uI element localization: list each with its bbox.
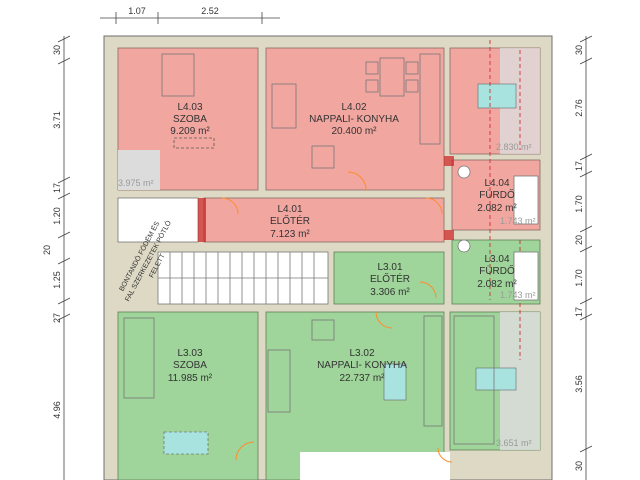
room-area: 2.082 m² — [477, 203, 517, 214]
label-l401: L4.01 ELŐTÉR 7.123 m² — [270, 204, 310, 240]
room-code: L4.04 — [484, 178, 509, 189]
area-3975-label: 3.975 m² — [118, 178, 154, 188]
label-l404: L4.04 FÜRDŐ 2.082 m² — [477, 178, 517, 214]
room-area: 11.985 m² — [168, 373, 213, 384]
room-area: 3.306 m² — [370, 287, 410, 298]
room-area: 20.400 m² — [331, 126, 377, 137]
left-dimension-line: 30 3.71 17 1.20 20 1.25 27 4.96 — [42, 35, 71, 480]
kitchen-counter-l402 — [419, 53, 441, 145]
room-code: L3.02 — [349, 348, 374, 359]
red-accent-2 — [444, 230, 454, 240]
dim-right-3: 17 — [574, 161, 584, 171]
room-code: L4.01 — [277, 204, 302, 215]
red-accent-1 — [198, 198, 206, 242]
room-name: NAPPALI- KONYHA — [309, 114, 399, 125]
dim-right-8: 3.56 — [574, 375, 584, 393]
dim-top-1: 1.07 — [128, 6, 146, 16]
area-1743-bottom-label: 1.743 m² — [500, 290, 536, 300]
room-area: 2.082 m² — [477, 279, 517, 290]
label-l301: L3.01 ELŐTÉR 3.306 m² — [370, 262, 410, 298]
table-bottom-right — [475, 367, 517, 391]
room-l301-floor — [333, 251, 445, 305]
desk-l403 — [173, 137, 215, 149]
room-code: L4.02 — [341, 102, 366, 113]
armchair-l402 — [311, 145, 335, 169]
armchair-l302 — [311, 319, 335, 341]
room-code: L3.04 — [484, 254, 509, 265]
room-name: FÜRDŐ — [479, 263, 515, 277]
dim-left-5: 20 — [42, 245, 52, 255]
tub-l304 — [513, 251, 539, 301]
tub-l404 — [513, 175, 539, 225]
room-area: 9.209 m² — [170, 126, 210, 137]
room-name: ELŐTÉR — [370, 271, 410, 285]
dim-left-3: 17 — [52, 183, 62, 193]
bed-l403 — [161, 53, 195, 97]
chair-l402-2 — [365, 79, 379, 93]
wardrobe-l303 — [123, 317, 155, 399]
dim-right-4: 1.70 — [574, 195, 584, 213]
sink-l304 — [457, 239, 471, 253]
chair-l402-1 — [365, 61, 379, 75]
room-name: FÜRDŐ — [479, 187, 515, 201]
dim-left-1: 30 — [52, 45, 62, 55]
sofa-l302 — [267, 349, 291, 413]
dim-right-5: 20 — [574, 235, 584, 245]
area-3975-floor — [118, 150, 160, 190]
room-code: L3.03 — [177, 348, 202, 359]
dim-left-4: 1.20 — [52, 207, 62, 225]
label-l402: L4.02 NAPPALI- KONYHA 20.400 m² — [309, 102, 399, 137]
dim-right-2: 2.76 — [574, 99, 584, 117]
label-l304: L3.04 FÜRDŐ 2.082 m² — [477, 254, 517, 290]
desk-l303 — [163, 431, 209, 455]
label-l403: L4.03 SZOBA 9.209 m² — [170, 102, 210, 137]
label-l302: L3.02 NAPPALI- KONYHA 22.737 m² — [317, 348, 407, 384]
right-dimension-line: 30 2.76 17 1.70 20 1.70 17 3.56 30 — [574, 35, 593, 480]
room-code: L4.03 — [177, 102, 202, 113]
room-area: 22.737 m² — [339, 373, 385, 384]
chair-l402-3 — [405, 61, 419, 75]
dim-right-1: 30 — [574, 45, 584, 55]
dim-right-7: 17 — [574, 307, 584, 317]
dim-top-2: 2.52 — [201, 6, 219, 16]
area-1743-top-label: 1.743 m² — [500, 216, 536, 226]
dim-right-9: 30 — [574, 461, 584, 471]
entrance-zone — [300, 452, 450, 480]
room-code: L3.01 — [377, 262, 402, 273]
room-name: ELŐTÉR — [270, 213, 310, 227]
red-accent-3 — [444, 156, 454, 166]
room-name: SZOBA — [173, 114, 207, 125]
kitchen-counter-l302 — [423, 315, 443, 427]
dining-table-l402 — [379, 57, 405, 97]
top-dimension-line: 1.07 2.52 — [100, 6, 280, 24]
sofa-l402 — [271, 83, 297, 129]
dim-left-6: 1.25 — [52, 271, 62, 289]
sink-l404 — [457, 165, 471, 179]
room-name: NAPPALI- KONYHA — [317, 360, 407, 371]
area-3651-label: 3.651 m² — [496, 438, 532, 448]
room-l403-floor — [117, 47, 259, 191]
table-top-right — [477, 83, 517, 109]
dim-left-8: 4.96 — [52, 401, 62, 419]
dim-left-2: 3.71 — [52, 111, 62, 129]
label-l303: L3.03 SZOBA 11.985 m² — [168, 348, 213, 384]
counter-bottom-right — [453, 315, 495, 445]
doors — [221, 171, 453, 463]
room-area: 7.123 m² — [270, 229, 310, 240]
dim-left-7: 27 — [52, 313, 62, 323]
area-2830-label: 2.830 m² — [496, 142, 532, 152]
room-l401-floor — [203, 197, 445, 243]
dining-table-l302 — [383, 363, 407, 401]
chair-l402-4 — [405, 79, 419, 93]
dim-right-6: 1.70 — [574, 269, 584, 287]
room-name: SZOBA — [173, 360, 207, 371]
staircase — [158, 252, 328, 304]
